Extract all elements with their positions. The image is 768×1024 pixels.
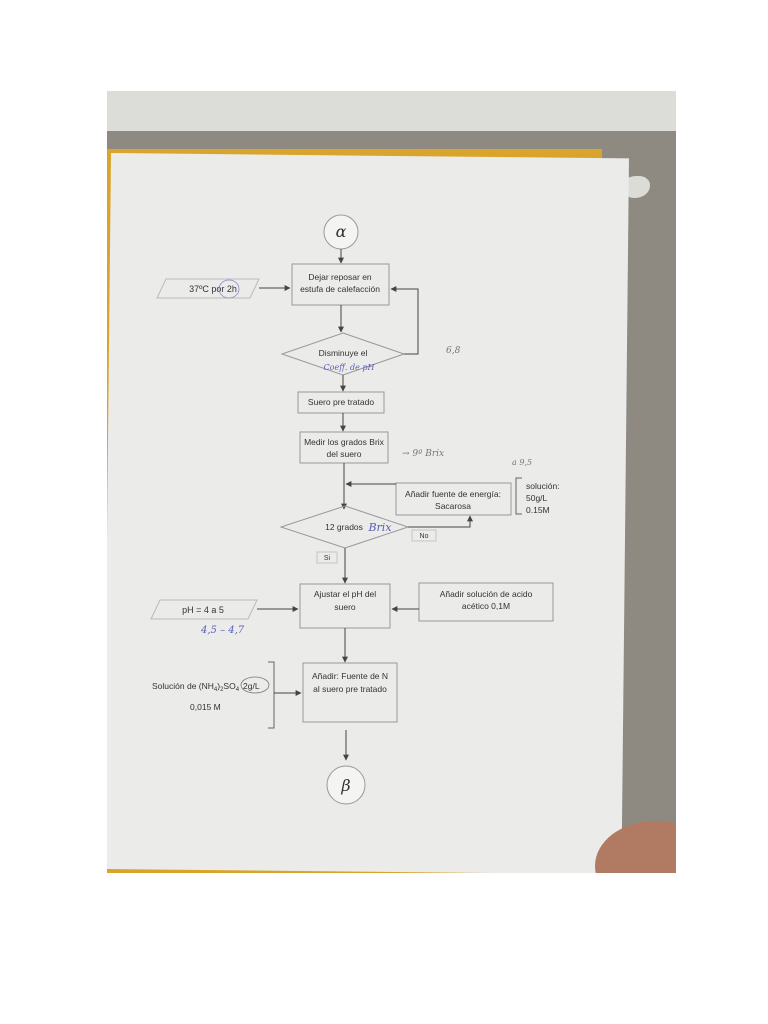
ph-input-label: pH = 4 a 5 bbox=[182, 605, 224, 615]
photo bbox=[107, 91, 676, 873]
end-connector-label: β bbox=[340, 776, 350, 795]
sulfate-qty-circle bbox=[240, 676, 270, 694]
energy-source-line2: Sacarosa bbox=[435, 501, 471, 511]
rest-step-line2: estufa de calefacción bbox=[300, 284, 380, 294]
arrow-no-energy bbox=[408, 515, 473, 528]
solution-concentration: 50g/L bbox=[526, 493, 548, 503]
decision-ph: Disminuye el Coeff. de pH bbox=[280, 332, 406, 376]
acid-solution-line2: acético 0,1M bbox=[462, 601, 510, 611]
solution-molarity: 0.15M bbox=[526, 505, 550, 515]
rest-step-box: Dejar reposar en estufa de calefacción bbox=[291, 263, 390, 306]
brix-note: → 9º Brix bbox=[402, 449, 444, 459]
rest-step-line1: Dejar reposar en bbox=[308, 272, 372, 282]
decision-ph-label: Disminuye el bbox=[319, 348, 368, 358]
no-label-box: No bbox=[411, 529, 437, 542]
temperature-input-label: 37ºC por 2h bbox=[189, 284, 237, 294]
brix-measure-line2: del suero bbox=[327, 449, 362, 459]
energy-source-box: Añadir fuente de energía: Sacarosa bbox=[395, 482, 512, 516]
decision-brix-handwritten: Brix bbox=[367, 521, 392, 534]
decision-brix: 12 grados Brix bbox=[279, 505, 410, 549]
yes-label-box: Si bbox=[316, 551, 338, 564]
nitrogen-source-box: Añadir: Fuente de N al suero pre tratado bbox=[302, 662, 398, 723]
temperature-input: 37ºC por 2h bbox=[156, 278, 260, 299]
background-paper bbox=[107, 91, 676, 131]
acid-solution-line1: Añadir solución de acido bbox=[440, 589, 533, 599]
sulfate-molarity: 0,015 M bbox=[190, 702, 221, 712]
sulfate-bracket bbox=[268, 661, 275, 729]
start-connector: α bbox=[323, 214, 359, 250]
decision-ph-handwritten: Coeff. de pH bbox=[324, 363, 376, 372]
brix-measure-box: Medir los grados Brix del suero bbox=[299, 431, 389, 464]
arrow-loop-back bbox=[390, 286, 419, 355]
ph-adjust-line1: Ajustar el pH del bbox=[314, 589, 376, 599]
brix-measure-line1: Medir los grados Brix bbox=[304, 437, 385, 447]
acid-solution-box: Añadir solución de acido acético 0,1M bbox=[418, 582, 554, 622]
decision-brix-label: 12 grados bbox=[325, 522, 363, 532]
solution-label: solución: bbox=[526, 481, 560, 491]
decision-ph-note: 6,8 bbox=[446, 346, 461, 356]
ph-input: pH = 4 a 5 bbox=[150, 599, 258, 620]
start-connector-label: α bbox=[336, 222, 347, 241]
surface-stain bbox=[622, 176, 650, 198]
nitrogen-source-line2: al suero pre tratado bbox=[313, 684, 387, 694]
pretreated-box: Suero pre tratado bbox=[297, 391, 385, 414]
nitrogen-source-line1: Añadir: Fuente de N bbox=[312, 671, 388, 681]
end-connector: β bbox=[326, 765, 366, 805]
ph-note: 4,5 – 4,7 bbox=[200, 625, 245, 636]
energy-source-line1: Añadir fuente de energía: bbox=[405, 489, 501, 499]
solution-bracket bbox=[515, 477, 522, 515]
energy-note: a 9,5 bbox=[512, 458, 532, 467]
yes-label: Si bbox=[324, 555, 331, 562]
pretreated-label: Suero pre tratado bbox=[308, 397, 374, 407]
ph-adjust-line2: suero bbox=[334, 602, 356, 612]
no-label: No bbox=[420, 533, 429, 540]
ph-adjust-box: Ajustar el pH del suero bbox=[299, 583, 391, 629]
